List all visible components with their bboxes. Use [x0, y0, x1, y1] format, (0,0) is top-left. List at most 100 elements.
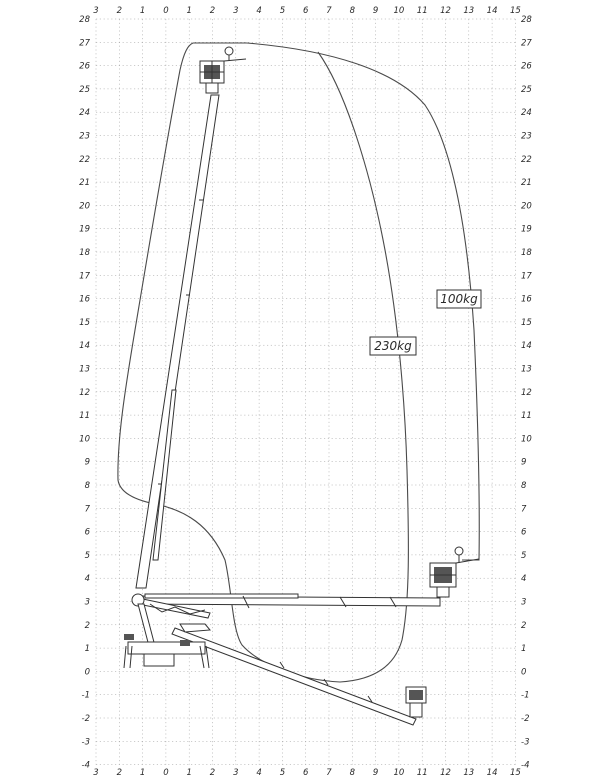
y-tick-label-right: 0 [521, 667, 526, 677]
x-tick-label-bottom: 13 [463, 768, 474, 778]
boom-vertical [135, 94, 220, 589]
y-tick-label-left: 14 [79, 341, 90, 351]
x-tick-label-top: 1 [140, 6, 145, 16]
y-tick-label-left: 18 [79, 248, 90, 258]
boom-lower [171, 623, 427, 726]
x-tick-label-bottom: 1 [186, 768, 191, 778]
y-tick-label-right: 4 [521, 574, 526, 584]
x-tick-label-top: 3 [233, 6, 238, 16]
x-tick-label-bottom: 2 [210, 768, 215, 778]
y-tick-label-left: 26 [79, 62, 90, 72]
y-tick-label-right: 18 [521, 248, 532, 258]
x-tick-label-bottom: 6 [303, 768, 309, 778]
y-tick-label-right: 20 [521, 201, 532, 211]
y-tick-label-right: 2 [521, 621, 526, 631]
envelope-230kg [117, 42, 409, 683]
y-tick-label-right: 17 [521, 271, 532, 281]
y-tick-label-left: 1 [85, 644, 90, 654]
x-tick-label-bottom: 3 [233, 768, 238, 778]
x-tick-label-bottom: 10 [393, 768, 404, 778]
y-tick-label-left: -4 [82, 761, 90, 771]
label-230kg-text: 230kg [374, 339, 412, 353]
x-tick-label-top: 15 [510, 6, 521, 16]
y-tick-label-right: 27 [521, 38, 532, 48]
y-tick-label-left: -1 [82, 691, 90, 701]
y-tick-label-right: 3 [521, 598, 526, 608]
y-tick-label-left: 0 [85, 667, 90, 677]
y-tick-label-right: 24 [521, 108, 532, 118]
y-tick-label-left: 7 [85, 504, 91, 514]
x-tick-label-top: 3 [93, 6, 98, 16]
y-tick-label-left: 17 [79, 271, 90, 281]
y-tick-label-left: 19 [79, 225, 90, 235]
basket-side [429, 546, 480, 598]
x-tick-label-top: 12 [440, 6, 451, 16]
vehicle-chassis [123, 593, 210, 669]
label-100kg: 100kg [436, 289, 482, 309]
y-tick-label-right: 15 [521, 318, 532, 328]
boom-horizontal [134, 593, 441, 619]
basket-top [199, 46, 247, 94]
x-tick-label-top: 4 [256, 6, 261, 16]
y-tick-label-left: 9 [85, 458, 90, 468]
y-tick-label-left: -3 [82, 737, 90, 747]
y-tick-label-right: 8 [521, 481, 527, 491]
y-tick-label-right: 10 [521, 434, 532, 444]
x-tick-label-bottom: 5 [280, 768, 285, 778]
label-100kg-text: 100kg [440, 292, 478, 306]
y-tick-label-left: 3 [85, 598, 90, 608]
y-tick-label-left: 21 [79, 178, 90, 188]
x-tick-label-bottom: 11 [417, 768, 428, 778]
y-tick-label-right: 23 [521, 132, 532, 142]
y-tick-label-right: 6 [521, 528, 527, 538]
y-tick-label-left: 11 [79, 411, 90, 421]
x-tick-label-top: 11 [417, 6, 428, 16]
y-axis-right: 2827262524232221201918171615141312111098… [521, 15, 532, 771]
x-tick-label-top: 7 [326, 6, 332, 16]
y-tick-label-right: 9 [521, 458, 526, 468]
x-tick-label-top: 9 [373, 6, 378, 16]
y-tick-label-left: -2 [82, 714, 90, 724]
y-tick-label-right: 14 [521, 341, 532, 351]
y-tick-label-right: 21 [521, 178, 532, 188]
y-tick-label-left: 10 [79, 434, 90, 444]
x-tick-label-top: 0 [163, 6, 168, 16]
y-axis-left: 2827262524232221201918171615141312111098… [79, 15, 90, 771]
y-tick-label-right: -2 [521, 714, 529, 724]
x-tick-label-bottom: 0 [163, 768, 168, 778]
x-tick-label-top: 14 [487, 6, 498, 16]
x-tick-label-top: 5 [280, 6, 285, 16]
y-tick-label-left: 22 [79, 155, 90, 165]
x-tick-label-top: 6 [303, 6, 309, 16]
y-tick-label-right: 26 [521, 62, 532, 72]
x-tick-label-top: 8 [350, 6, 356, 16]
y-tick-label-left: 4 [85, 574, 90, 584]
y-tick-label-left: 25 [79, 85, 90, 95]
y-tick-label-right: 1 [521, 644, 526, 654]
y-tick-label-right: 16 [521, 295, 532, 305]
x-tick-label-top: 10 [393, 6, 404, 16]
y-tick-label-right: 7 [521, 504, 527, 514]
y-tick-label-left: 27 [79, 38, 90, 48]
x-tick-label-top: 13 [463, 6, 474, 16]
y-tick-label-left: 2 [85, 621, 90, 631]
x-tick-label-bottom: 4 [256, 768, 261, 778]
y-tick-label-left: 8 [85, 481, 91, 491]
y-tick-label-right: 25 [521, 85, 532, 95]
y-tick-label-right: 22 [521, 155, 532, 165]
y-tick-label-right: 11 [521, 411, 532, 421]
y-tick-label-right: 5 [521, 551, 526, 561]
y-tick-label-left: 28 [79, 15, 90, 25]
x-tick-label-top: 2 [210, 6, 215, 16]
y-tick-label-right: -3 [521, 737, 529, 747]
x-tick-label-top: 1 [186, 6, 191, 16]
y-tick-label-left: 20 [79, 201, 90, 211]
envelope-100kg [193, 42, 480, 561]
y-tick-label-right: -1 [521, 691, 529, 701]
x-tick-label-bottom: 2 [117, 768, 122, 778]
y-tick-label-right: -4 [521, 761, 529, 771]
